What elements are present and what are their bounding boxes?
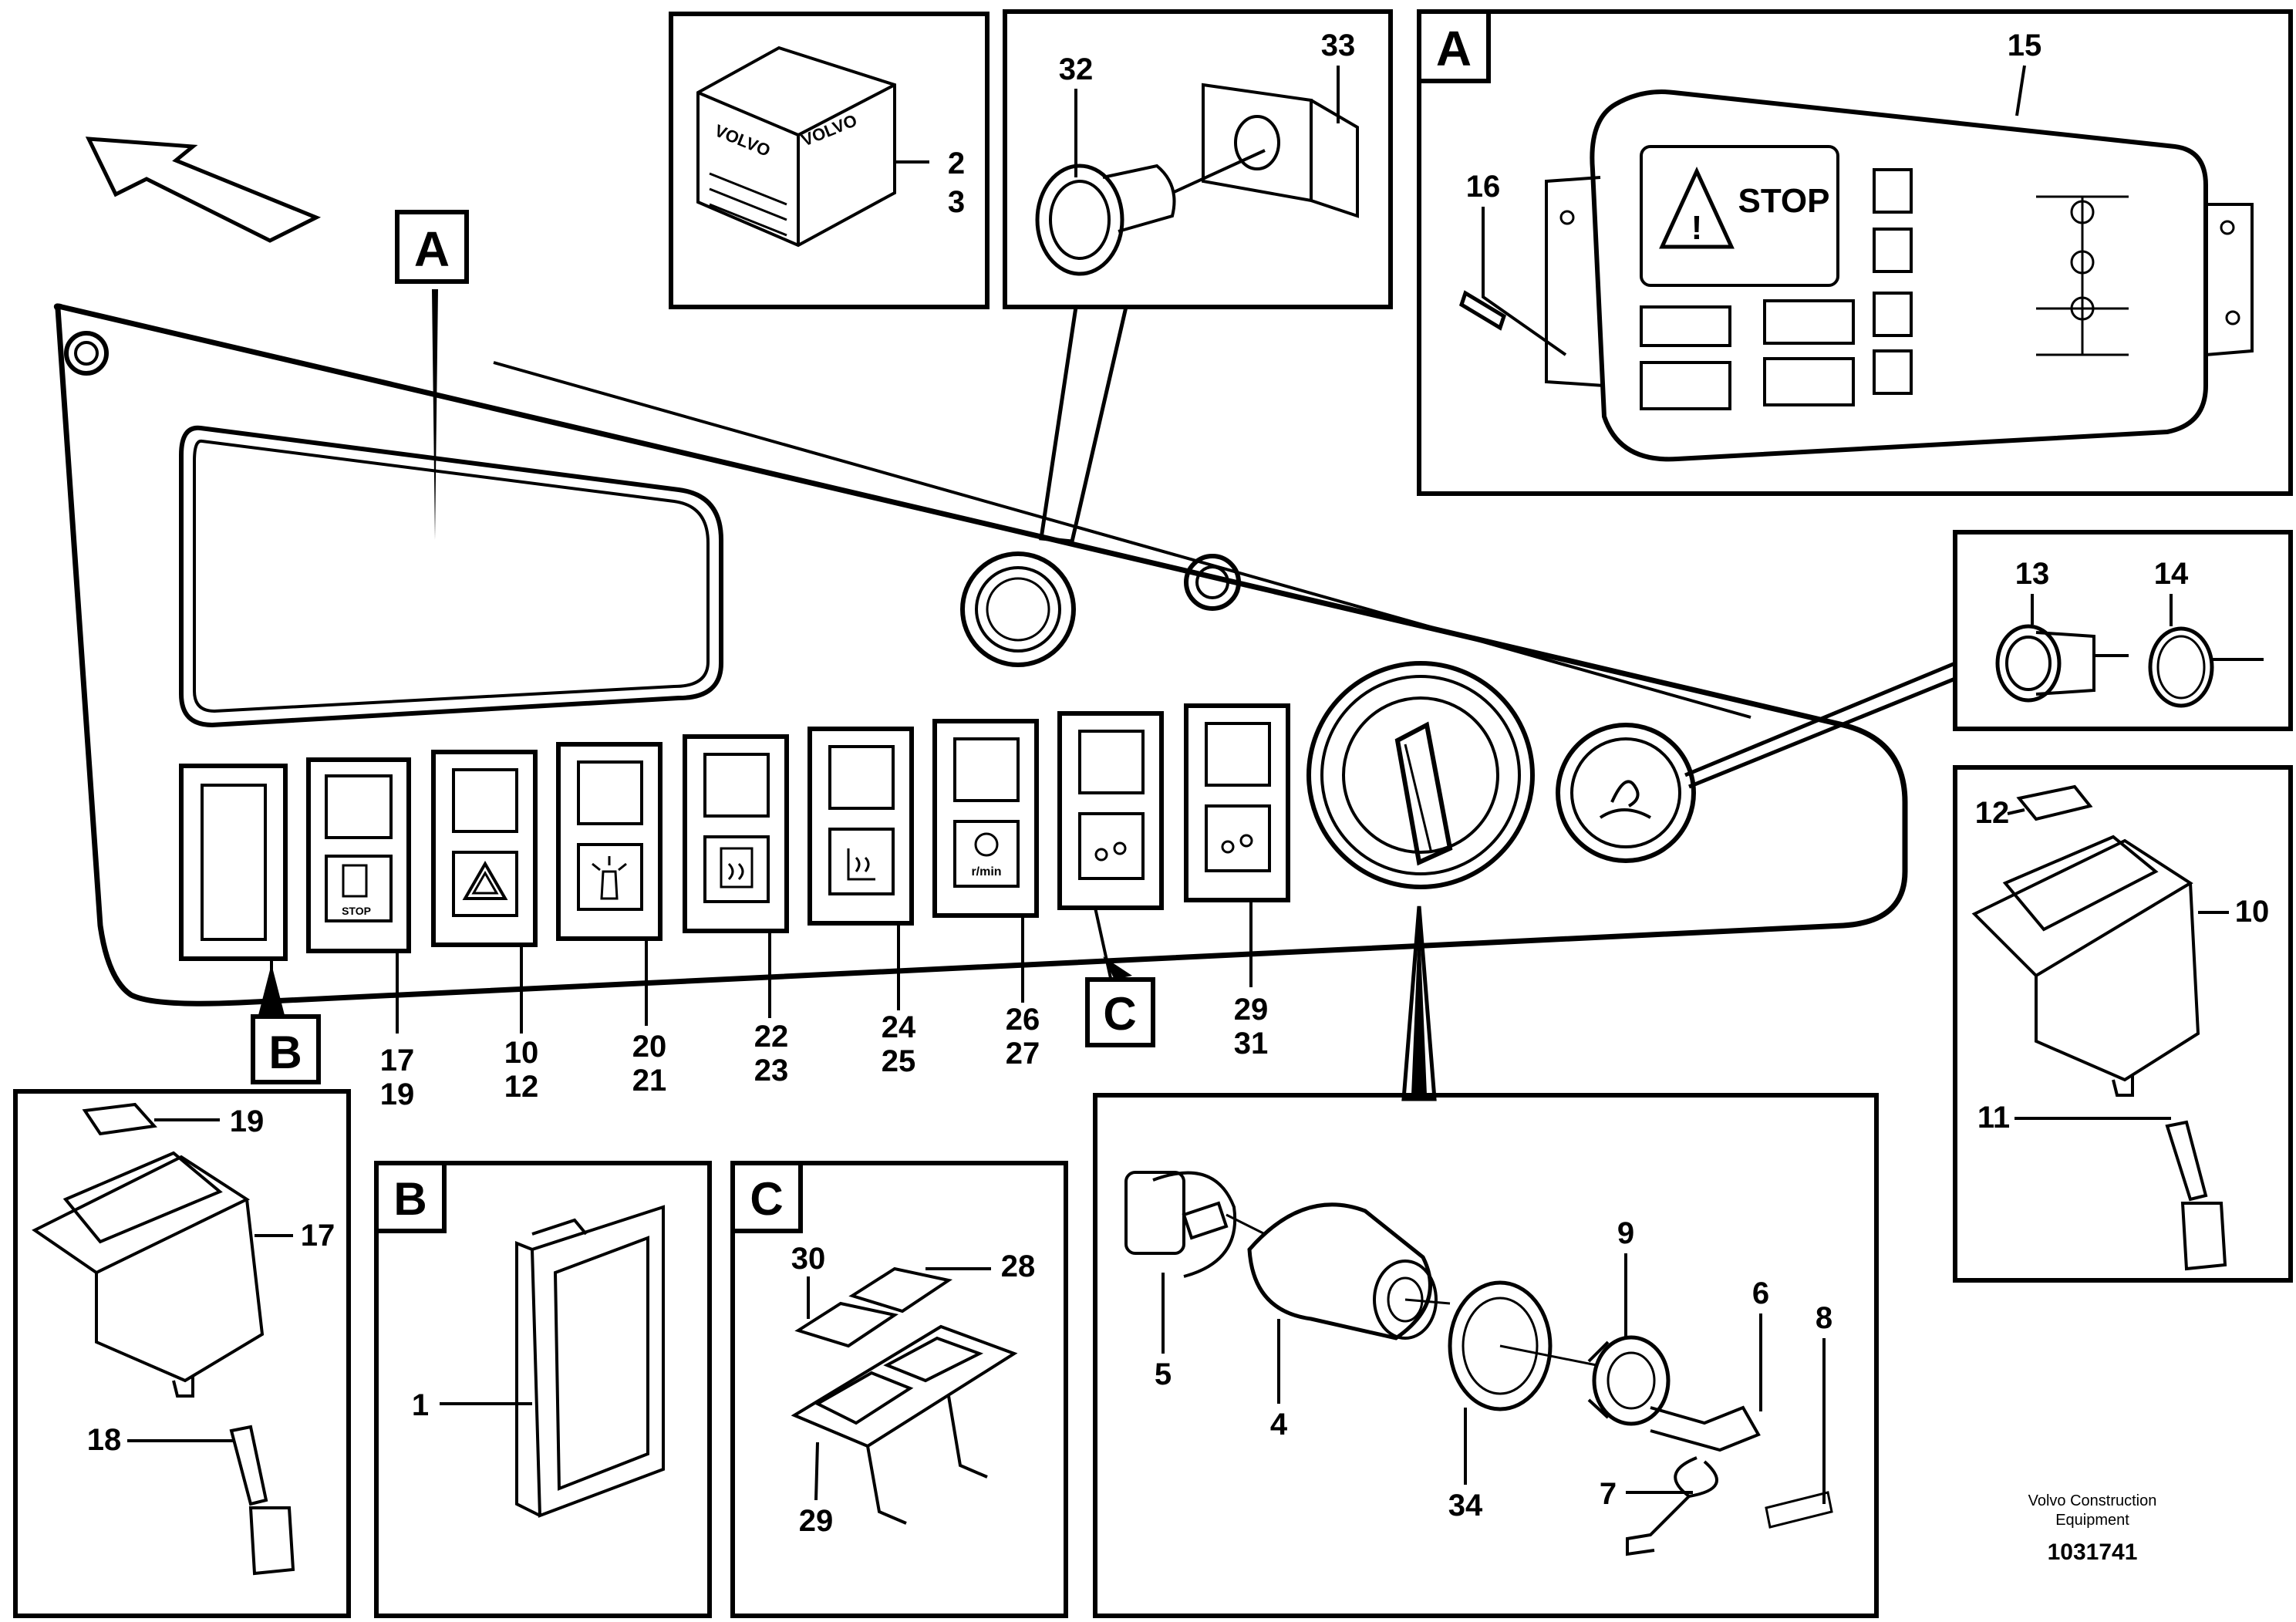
svg-text:VOLVO: VOLVO <box>799 110 860 150</box>
svg-text:19: 19 <box>380 1077 415 1111</box>
svg-text:32: 32 <box>1059 52 1094 86</box>
svg-text:3: 3 <box>948 185 965 219</box>
svg-text:C: C <box>750 1173 783 1225</box>
dashboard-panel <box>53 303 1908 1007</box>
svg-text:4: 4 <box>1270 1408 1288 1442</box>
inset-volvo-box: VOLVO VOLVO 2 3 <box>669 12 990 309</box>
footer: Volvo Construction Equipment 1031741 <box>2028 1492 2157 1565</box>
svg-text:24: 24 <box>882 1010 916 1044</box>
svg-text:26: 26 <box>1006 1003 1040 1037</box>
inset-ignition-switch: 5 4 34 9 6 8 7 <box>1093 1093 1879 1618</box>
inset-lighter: 13 14 <box>1684 530 2293 789</box>
svg-text:12: 12 <box>504 1070 539 1104</box>
svg-text:30: 30 <box>791 1242 826 1276</box>
svg-text:STOP: STOP <box>1738 182 1829 220</box>
svg-text:21: 21 <box>632 1064 667 1098</box>
footer-company-line1: Volvo Construction <box>2028 1492 2157 1509</box>
svg-text:VOLVO: VOLVO <box>712 120 773 160</box>
callout-a-panel: A <box>395 210 469 284</box>
svg-text:29: 29 <box>799 1504 834 1538</box>
svg-text:29: 29 <box>1234 993 1269 1027</box>
svg-text:5: 5 <box>1155 1357 1172 1391</box>
switch-stop-text: STOP <box>342 905 371 917</box>
svg-text:9: 9 <box>1617 1216 1634 1250</box>
svg-text:11: 11 <box>1977 1101 2010 1135</box>
svg-text:A: A <box>414 221 450 277</box>
svg-text:25: 25 <box>882 1044 916 1078</box>
svg-text:14: 14 <box>2154 557 2189 591</box>
svg-text:13: 13 <box>2015 557 2050 591</box>
svg-text:15: 15 <box>2008 29 2042 62</box>
inset-emergency-stop: 32 33 <box>1003 9 1393 544</box>
switch-rmin-text: r/min <box>971 865 1001 878</box>
svg-text:6: 6 <box>1752 1276 1769 1310</box>
inset-b-blank-cover: B 1 <box>374 1161 712 1618</box>
svg-text:B: B <box>393 1173 426 1225</box>
svg-text:B: B <box>268 1027 302 1078</box>
svg-text:19: 19 <box>230 1104 265 1138</box>
svg-text:12: 12 <box>1975 796 2010 830</box>
svg-text:22: 22 <box>754 1020 789 1054</box>
svg-text:34: 34 <box>1448 1489 1483 1523</box>
svg-text:8: 8 <box>1816 1301 1832 1335</box>
svg-text:16: 16 <box>1466 170 1501 204</box>
svg-text:10: 10 <box>2235 895 2270 929</box>
svg-text:A: A <box>1436 21 1472 76</box>
callout-c-panel: C <box>1085 977 1155 1047</box>
svg-text:27: 27 <box>1006 1037 1040 1071</box>
svg-text:23: 23 <box>754 1054 789 1088</box>
inset-a-warning-display: A ! STOP 15 16 <box>1417 9 2293 496</box>
svg-text:10: 10 <box>504 1036 539 1070</box>
switch-number-labels: 17 19 10 12 20 21 22 23 24 25 26 27 29 3… <box>380 993 1269 1111</box>
direction-arrow <box>85 137 322 243</box>
inset-switch-10: 12 10 11 <box>1953 765 2293 1283</box>
ignition-leader <box>1401 905 1437 1101</box>
svg-text:1: 1 <box>412 1388 429 1422</box>
svg-text:33: 33 <box>1321 29 1356 62</box>
callout-b-panel: B <box>251 1014 321 1084</box>
svg-text:7: 7 <box>1600 1477 1617 1511</box>
svg-text:17: 17 <box>380 1044 415 1077</box>
svg-text:31: 31 <box>1234 1027 1269 1061</box>
svg-text:28: 28 <box>1001 1249 1036 1283</box>
pointer-wedges <box>258 289 1427 1095</box>
svg-text:2: 2 <box>948 147 965 180</box>
svg-text:17: 17 <box>301 1219 335 1253</box>
svg-text:!: ! <box>1691 209 1703 247</box>
drawing-number: 1031741 <box>2048 1539 2138 1565</box>
footer-company-line2: Equipment <box>2055 1512 2129 1529</box>
inset-switch-17: 19 17 18 <box>13 1089 351 1618</box>
inset-c-double-switch: C 30 28 29 <box>730 1161 1068 1618</box>
switch-row: STOP r/min <box>179 703 1290 961</box>
svg-text:18: 18 <box>87 1423 122 1457</box>
svg-text:20: 20 <box>632 1030 667 1064</box>
svg-text:C: C <box>1103 988 1136 1040</box>
